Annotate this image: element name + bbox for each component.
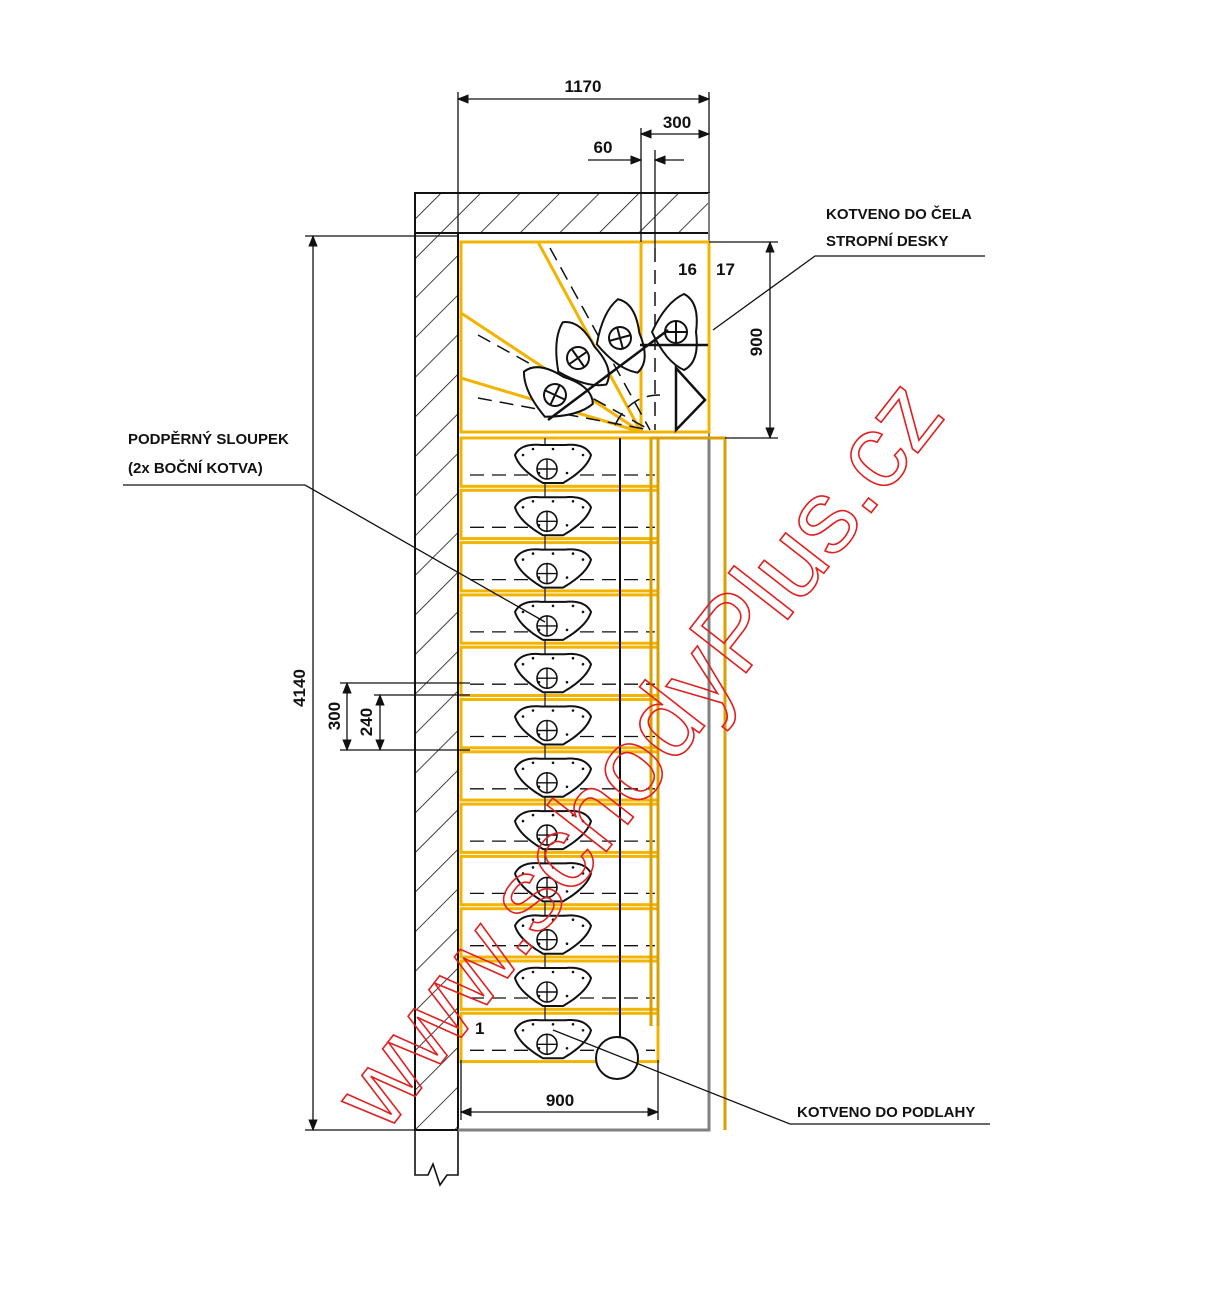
note-support-line1: PODPĚRNÝ SLOUPEK (128, 430, 289, 448)
note-top-anchor-line1: KOTVENO DO ČELA (826, 205, 972, 223)
annotation-leaders (123, 255, 990, 1125)
step-number-16: 16 (678, 260, 697, 279)
dimension-label-1170: 1170 (565, 77, 602, 96)
step-plate (513, 757, 593, 798)
winder-plates (522, 292, 698, 418)
step-plate (513, 548, 593, 589)
dimension-label-900-landing: 900 (747, 328, 766, 356)
dimension-label-900-width: 900 (546, 1091, 574, 1110)
dimension-300-top (639, 128, 711, 242)
dimension-900-width (459, 1060, 660, 1120)
dimension-1170 (456, 92, 711, 233)
winder-beam (547, 329, 708, 434)
dimension-label-300-top: 300 (663, 113, 691, 132)
watermark: www.schodyPlus.cz (311, 358, 965, 1150)
dimension-label-4140: 4140 (290, 669, 309, 707)
dimension-label-300-pitch: 300 (325, 702, 344, 730)
step-plate (513, 862, 593, 903)
note-support-line2: (2x BOČNÍ KOTVA) (128, 459, 263, 477)
step-plate (513, 1019, 593, 1060)
dimension-60 (588, 150, 684, 248)
handrail (649, 436, 727, 1130)
step-number-1: 1 (475, 1019, 484, 1038)
dimension-300-240 (340, 681, 470, 752)
step-plate (513, 600, 593, 641)
step-plate (513, 496, 593, 537)
step-plate (513, 443, 593, 484)
step-plate (513, 652, 593, 694)
step-plate (513, 809, 593, 851)
stairwell-outline (458, 438, 711, 1132)
dimension-label-60: 60 (594, 138, 613, 157)
step-plate (513, 966, 593, 1007)
step-plate (513, 705, 593, 746)
wall-hatching (414, 192, 710, 1187)
note-top-anchor-line2: STROPNÍ DESKY (826, 233, 949, 250)
step-plate (513, 914, 593, 955)
dimension-label-240: 240 (357, 708, 376, 736)
wall-break-line (414, 1130, 459, 1187)
dimension-900-landing (709, 240, 778, 440)
note-floor-anchor: KOTVENO DO PODLAHY (797, 1104, 975, 1121)
step-plates (513, 443, 593, 1060)
step-number-17: 17 (716, 260, 735, 279)
tread (459, 1011, 660, 1064)
dimension-4140 (305, 234, 458, 1132)
support-column (595, 1036, 639, 1080)
